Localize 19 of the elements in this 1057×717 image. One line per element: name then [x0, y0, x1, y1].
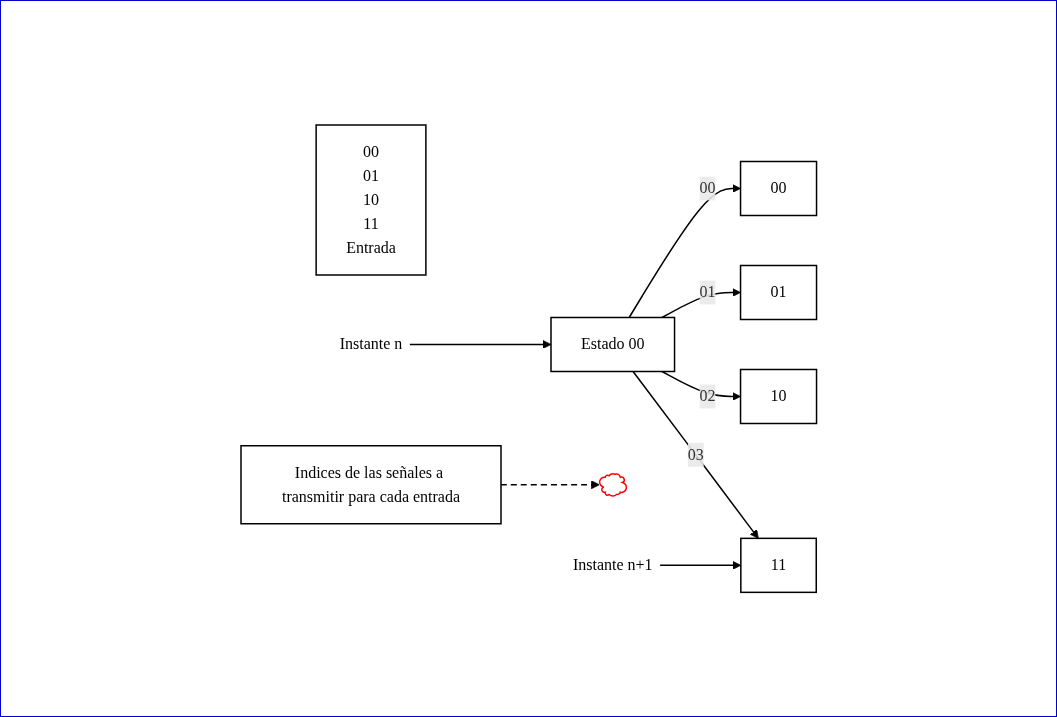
node-cloud	[598, 472, 627, 497]
edge-label: 00	[699, 179, 716, 197]
arrow	[660, 370, 741, 401]
node-box: Estado 00	[549, 316, 675, 373]
edge-label: 02	[699, 387, 716, 405]
edge-label: 03	[687, 445, 704, 463]
arrow	[632, 370, 759, 539]
arrow	[659, 560, 741, 570]
node-text: Instante n	[339, 335, 403, 353]
node-box: 10	[739, 368, 817, 425]
node-box: 00 01 10 11 Entrada	[315, 124, 427, 276]
arrow	[628, 183, 741, 319]
node-box: 00	[739, 160, 817, 217]
edge-label: 01	[699, 283, 716, 301]
node-text: Instante n+1	[572, 556, 653, 574]
node-box: 11	[739, 537, 817, 593]
node-box: 01	[739, 264, 817, 321]
arrow	[660, 287, 741, 319]
node-box: Indices de las señales a transmitir para cada entrada	[240, 444, 502, 525]
